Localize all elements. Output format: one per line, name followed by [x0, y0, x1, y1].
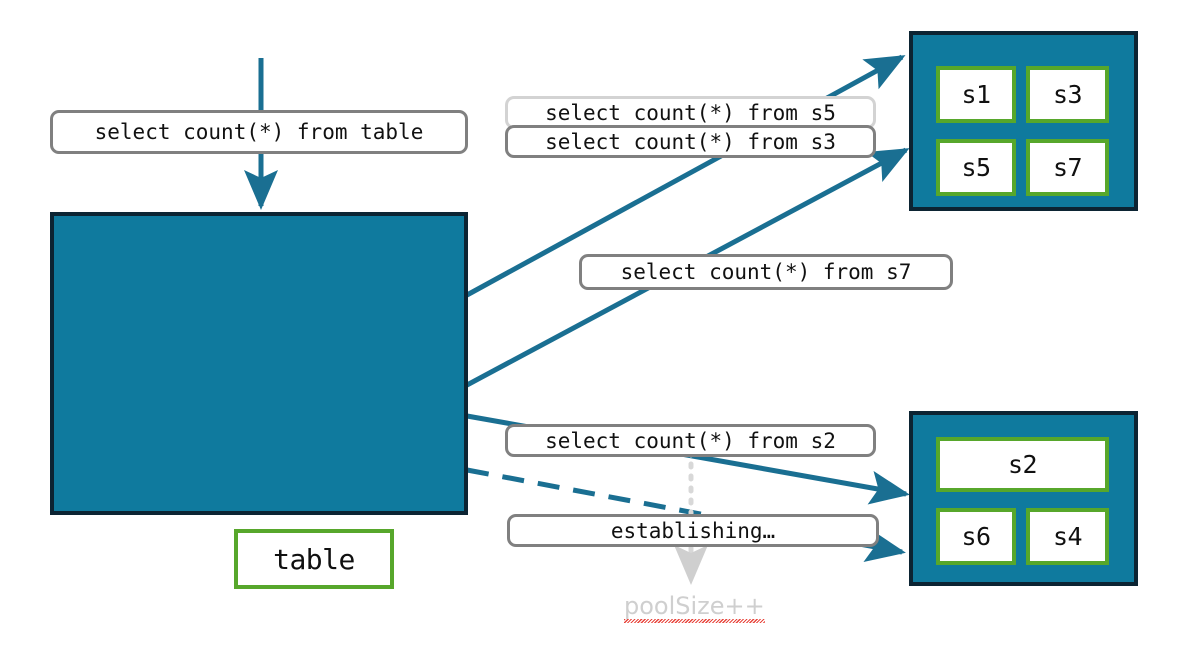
query-text-s7: select count(*) from s7 — [620, 260, 912, 284]
query-text-table: select count(*) from table — [94, 120, 424, 144]
session-box-s6[interactable]: s6 — [936, 508, 1016, 565]
session-label-s3: s3 — [1052, 80, 1083, 109]
status-text-establishing: establishing… — [610, 518, 776, 543]
session-box-s7[interactable]: s7 — [1026, 139, 1109, 196]
session-box-s1[interactable]: s1 — [936, 66, 1016, 123]
session-label-s2: s2 — [1007, 450, 1038, 479]
session-box-s3[interactable]: s3 — [1026, 66, 1109, 123]
query-label-s3[interactable]: select count(*) from s3 — [505, 125, 876, 158]
session-label-s6: s6 — [961, 522, 991, 551]
poolsize-note: poolSize++ — [624, 592, 765, 623]
session-label-s4: s4 — [1052, 522, 1083, 551]
table-box[interactable]: table — [234, 529, 394, 589]
query-label-s2[interactable]: select count(*) from s2 — [505, 424, 876, 457]
query-text-s3: select count(*) from s3 — [545, 129, 836, 154]
poolsize-note-text: poolSize++ — [624, 592, 765, 623]
session-label-s5: s5 — [961, 153, 991, 182]
session-box-s4[interactable]: s4 — [1026, 508, 1109, 565]
status-label-establishing[interactable]: establishing… — [507, 514, 879, 547]
query-label-s5[interactable]: select count(*) from s5 — [505, 96, 876, 129]
session-label-s7: s7 — [1052, 153, 1083, 182]
query-label-table[interactable]: select count(*) from table — [50, 110, 468, 154]
session-box-s2[interactable]: s2 — [936, 437, 1109, 492]
query-text-s2: select count(*) from s2 — [545, 428, 836, 453]
query-text-s5: select count(*) from s5 — [545, 100, 836, 125]
database-panel: table — [50, 212, 468, 589]
table-box-label: table — [273, 542, 355, 576]
session-box-s5[interactable]: s5 — [936, 139, 1016, 196]
session-label-s1: s1 — [961, 80, 991, 109]
query-label-s7[interactable]: select count(*) from s7 — [579, 254, 953, 290]
